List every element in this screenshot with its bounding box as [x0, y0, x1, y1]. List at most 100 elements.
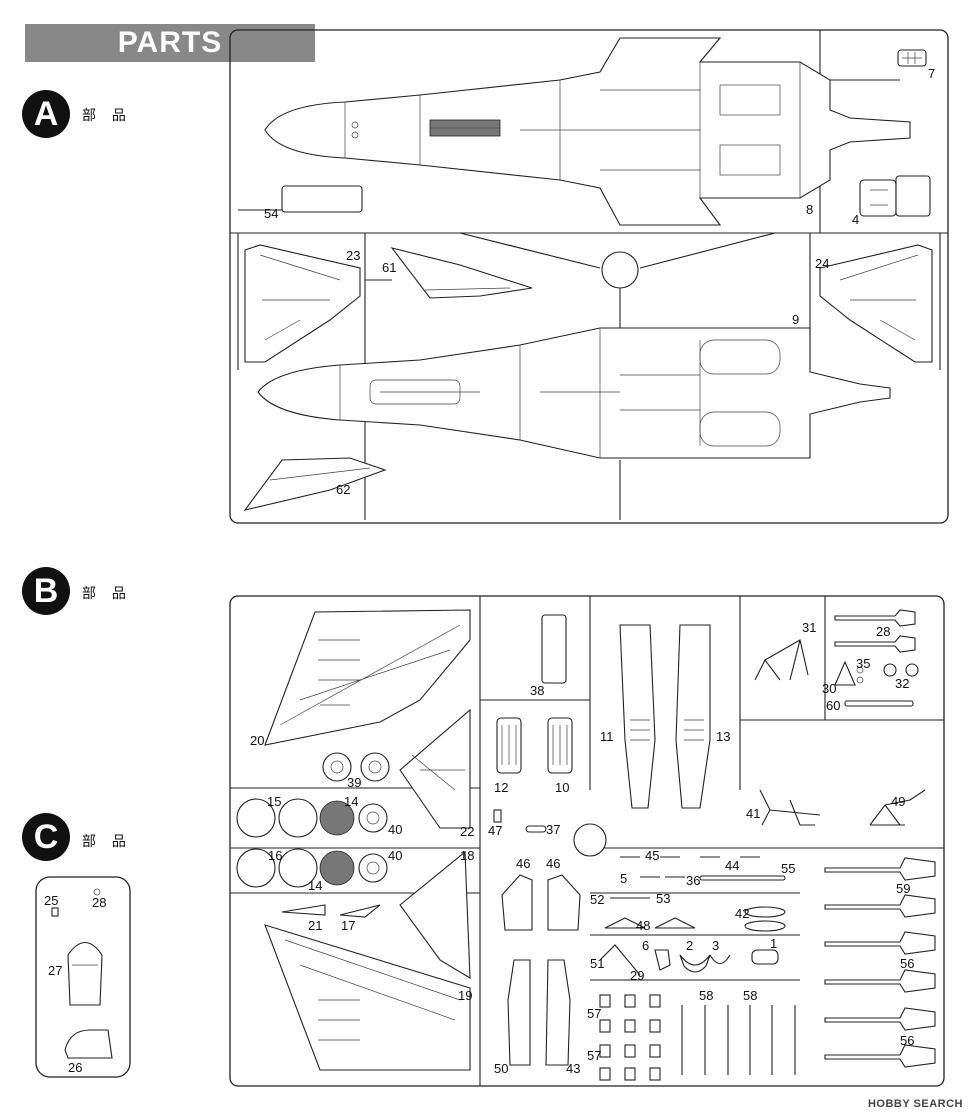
part-55	[699, 875, 786, 881]
part-25	[51, 907, 59, 917]
part-48-a	[604, 917, 646, 929]
part-8-upper-fuselage	[264, 37, 911, 226]
part-label: 10	[555, 780, 569, 795]
part-23-vertical-tail	[244, 244, 361, 363]
part-59-56-missiles	[824, 857, 936, 1068]
part-label: 39	[347, 775, 361, 790]
part-label: 25	[44, 893, 58, 908]
part-label: 35	[856, 656, 870, 671]
part-label: 32	[895, 676, 909, 691]
part-2	[679, 954, 711, 973]
part-label: 47	[488, 823, 502, 838]
part-27-canopy	[67, 941, 103, 1006]
part-61-fin	[390, 247, 533, 299]
part-26-windscreen	[64, 1029, 113, 1059]
part-label: 50	[494, 1061, 508, 1076]
part-label: 55	[781, 861, 795, 876]
part-9-lower-fuselage	[257, 327, 891, 459]
part-19-wing	[264, 924, 471, 1071]
part-label: 56	[900, 956, 914, 971]
part-label: 26	[68, 1060, 82, 1075]
sprue-b-frame	[229, 595, 945, 1087]
part-16-tire-b	[278, 848, 318, 888]
part-label: 31	[802, 620, 816, 635]
part-6	[654, 949, 671, 971]
part-31	[754, 639, 809, 681]
sprue-a	[229, 29, 949, 524]
part-60	[844, 700, 914, 707]
part-label: 45	[645, 848, 659, 863]
sprue-c-frame	[35, 876, 131, 1078]
part-30	[834, 660, 856, 686]
part-label: 1	[770, 936, 777, 951]
part-54	[281, 185, 363, 213]
part-39-wheel-a	[322, 752, 352, 782]
part-label: 38	[530, 683, 544, 698]
page-title: PARTS	[117, 26, 223, 59]
part-label: 28	[92, 895, 106, 910]
part-label: 5	[620, 871, 627, 886]
part-28-c	[93, 888, 101, 896]
part-label: 29	[630, 968, 644, 983]
part-label: 19	[458, 988, 472, 1003]
part-1	[751, 949, 779, 965]
part-label: 51	[590, 956, 604, 971]
part-28-missiles	[834, 609, 916, 653]
part-43	[545, 959, 571, 1066]
part-35	[856, 666, 864, 674]
part-4	[859, 175, 931, 217]
part-label: 52	[590, 892, 604, 907]
part-label: 11	[600, 729, 614, 744]
sprue-b-hub	[573, 823, 607, 857]
part-label: 14	[344, 794, 358, 809]
part-label: 2	[686, 938, 693, 953]
part-42-a	[744, 906, 786, 918]
part-label: 53	[656, 891, 670, 906]
section-b-badge: B	[22, 567, 70, 615]
part-label: 24	[815, 256, 829, 271]
part-label: 28	[876, 624, 890, 639]
part-label: 9	[792, 312, 799, 327]
part-37	[525, 825, 547, 833]
part-label: 56	[900, 1033, 914, 1048]
part-label: 49	[891, 794, 905, 809]
part-14-hub-b	[319, 850, 355, 886]
part-17	[339, 904, 381, 918]
sprue-a-hub	[601, 251, 639, 289]
part-label: 8	[806, 202, 813, 217]
part-label: 57	[587, 1048, 601, 1063]
part-label: 3	[712, 938, 719, 953]
part-label: 40	[388, 848, 402, 863]
part-label: 12	[494, 780, 508, 795]
part-label: 14	[308, 878, 322, 893]
section-b-label: 部 品	[82, 585, 132, 601]
sprue-a-frame	[229, 29, 949, 524]
part-24-vertical-tail	[819, 244, 933, 363]
part-13-intake	[675, 624, 711, 809]
part-21	[281, 904, 326, 916]
part-62-fin	[243, 457, 387, 511]
part-label: 62	[336, 482, 350, 497]
sprue-b	[229, 595, 945, 1087]
part-label: 61	[382, 260, 396, 275]
section-c-badge: C	[22, 813, 70, 861]
part-32-wheel-b	[905, 663, 919, 677]
part-label: 58	[699, 988, 713, 1003]
part-49-gear	[869, 789, 926, 826]
part-label: 18	[460, 848, 474, 863]
part-15-tire-a	[236, 798, 276, 838]
part-16-tire-a	[236, 848, 276, 888]
part-40-wheel-a	[358, 803, 388, 833]
part-label: 4	[852, 212, 859, 227]
part-label: 17	[341, 918, 355, 933]
part-3	[709, 954, 731, 965]
part-29	[599, 944, 641, 976]
part-label: 44	[725, 858, 739, 873]
part-label: 37	[546, 822, 560, 837]
part-number-labels: 7 8 4 54 23 61 24 9 62 38 31 28 35 30 32…	[44, 66, 935, 1076]
part-58-cluster	[681, 1005, 796, 1075]
part-22	[399, 708, 471, 829]
section-a-badge: A	[22, 90, 70, 138]
part-label: 27	[48, 963, 62, 978]
